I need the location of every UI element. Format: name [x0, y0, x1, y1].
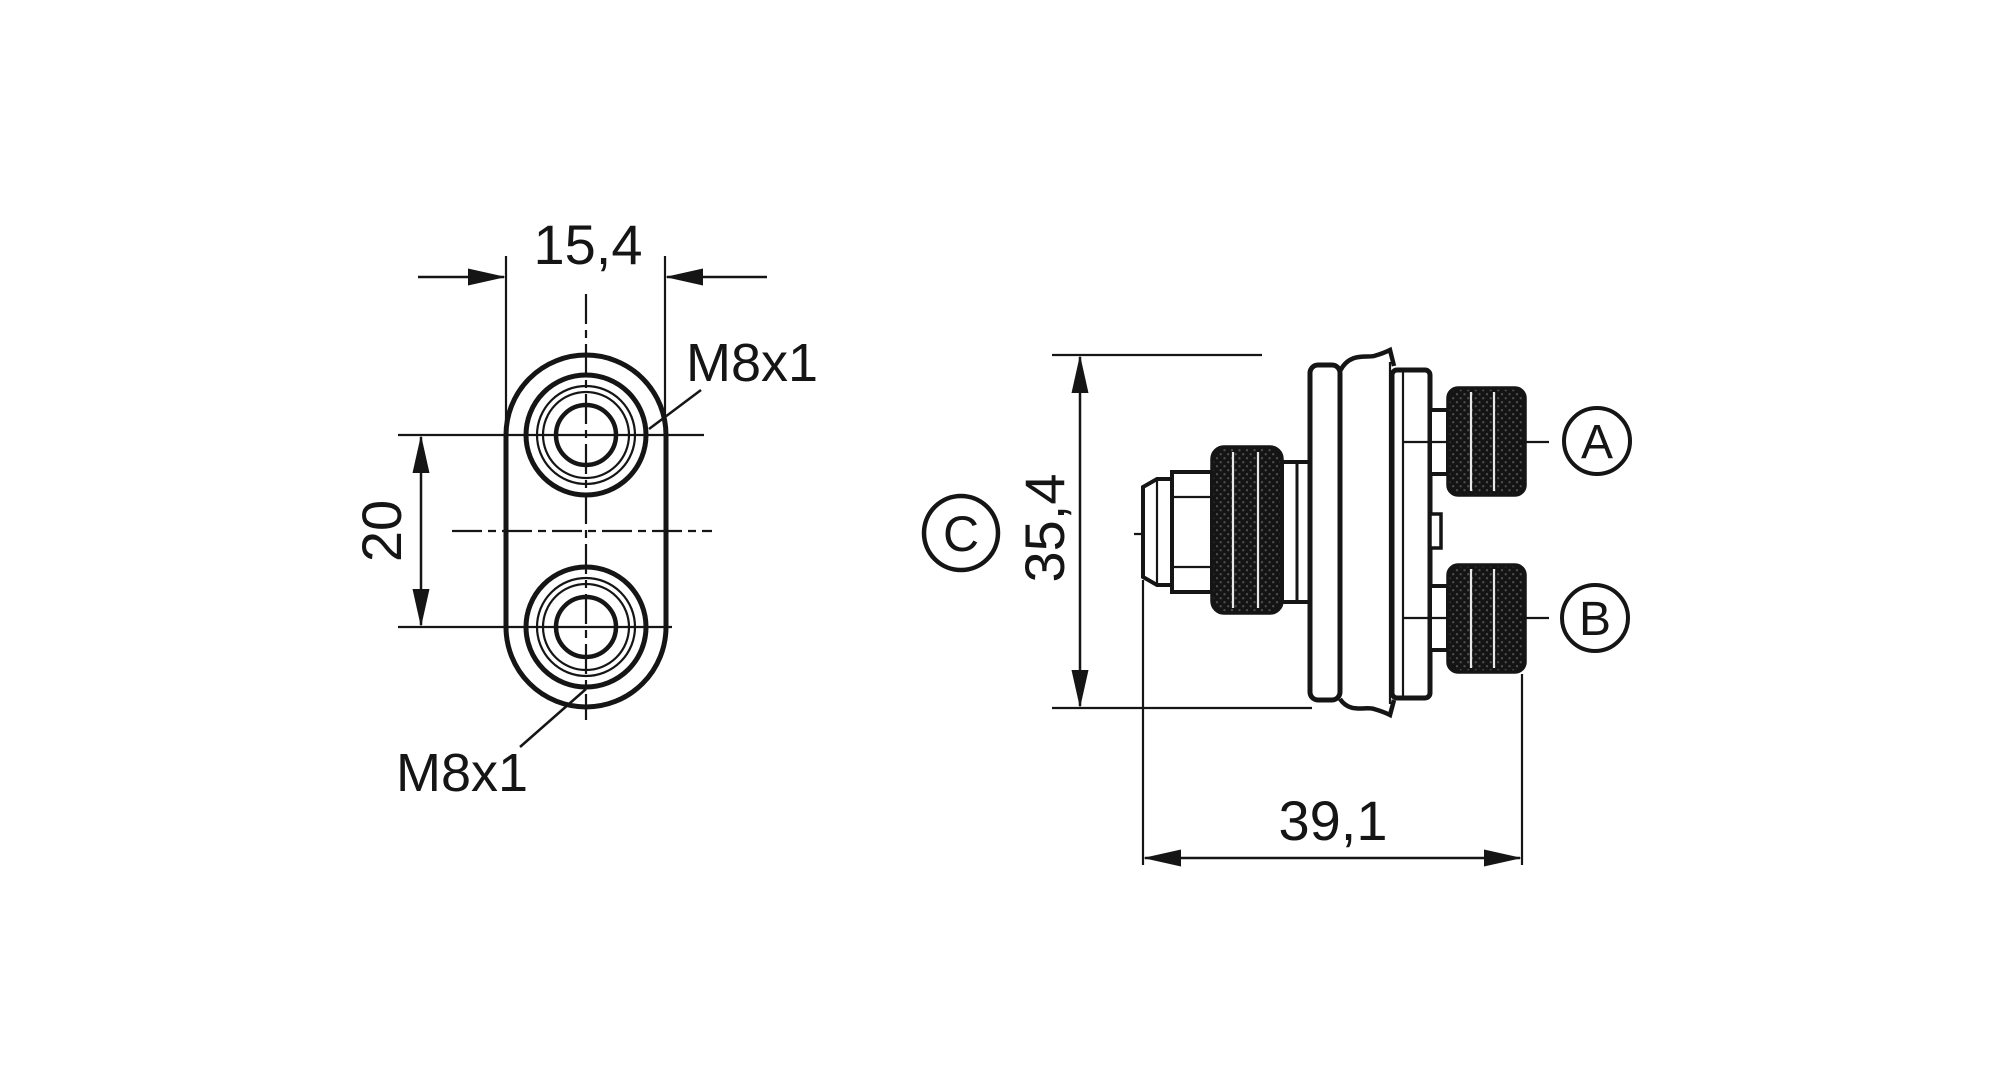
body-left-plate — [1307, 362, 1343, 703]
side-view: 35,4 C — [921, 346, 1632, 867]
splitter-body — [1307, 346, 1450, 719]
thread-label-top-text: M8x1 — [686, 333, 818, 393]
socket-ring-circle — [535, 384, 637, 486]
arrowhead-up-icon — [412, 435, 430, 473]
port-c-label: C — [943, 506, 979, 562]
socket-ring-circle — [535, 576, 637, 678]
socket-top — [523, 372, 649, 498]
connector-b — [1404, 563, 1549, 674]
dim-length: 39,1 — [1141, 580, 1524, 867]
centerlines — [398, 294, 712, 720]
port-c-circle — [921, 493, 1001, 573]
dim-hole-spacing-value: 20 — [350, 500, 413, 562]
socket-bore-circle — [553, 594, 619, 660]
arrowhead-down-icon — [412, 589, 430, 627]
dim-height: 35,4 — [1013, 353, 1312, 710]
socket-outer-circle — [523, 564, 649, 690]
arrowhead-down-icon — [1071, 670, 1089, 708]
port-a-badge: A — [1562, 406, 1632, 476]
arrowhead-left-icon — [1143, 849, 1181, 867]
mid-step — [1428, 512, 1443, 550]
knurled-nut-b — [1446, 563, 1527, 674]
body-right-plate — [1389, 367, 1433, 701]
port-b-label: B — [1579, 593, 1611, 646]
hex-section — [1170, 470, 1214, 594]
front-view: 15,4 20 — [350, 213, 818, 803]
arrowhead-right-icon — [1484, 849, 1522, 867]
connector-a — [1404, 386, 1549, 497]
dim-hole-spacing: 20 — [350, 435, 430, 627]
arrowhead-right-icon — [468, 268, 506, 286]
dim-height-value: 35,4 — [1013, 474, 1076, 583]
flange-break-bottom — [1338, 697, 1397, 719]
socket-bore-circle — [553, 402, 619, 468]
leader-line — [519, 688, 587, 748]
socket-bottom — [523, 564, 649, 690]
thread-label-bottom-text: M8x1 — [396, 743, 528, 803]
leader-line — [648, 389, 702, 430]
port-a-label: A — [1581, 416, 1613, 469]
port-c-badge: C — [921, 493, 1001, 573]
dim-width: 15,4 — [418, 213, 767, 437]
socket-thread-circle — [541, 582, 631, 672]
knurled-nut-a — [1446, 386, 1527, 497]
thread-label-bottom: M8x1 — [396, 688, 587, 803]
socket-thread-circle — [541, 390, 631, 480]
dim-width-value: 15,4 — [534, 213, 643, 276]
arrowhead-up-icon — [1071, 355, 1089, 393]
port-b-circle — [1560, 583, 1630, 653]
port-a-circle — [1562, 406, 1632, 476]
port-b-badge: B — [1560, 583, 1630, 653]
knurled-nut-c — [1210, 445, 1284, 615]
socket-outer-circle — [523, 372, 649, 498]
connector-c — [1134, 445, 1336, 615]
arrowhead-left-icon — [665, 268, 703, 286]
thread-label-top: M8x1 — [648, 333, 818, 430]
flange-break-top — [1338, 346, 1397, 373]
dim-length-value: 39,1 — [1279, 789, 1388, 852]
